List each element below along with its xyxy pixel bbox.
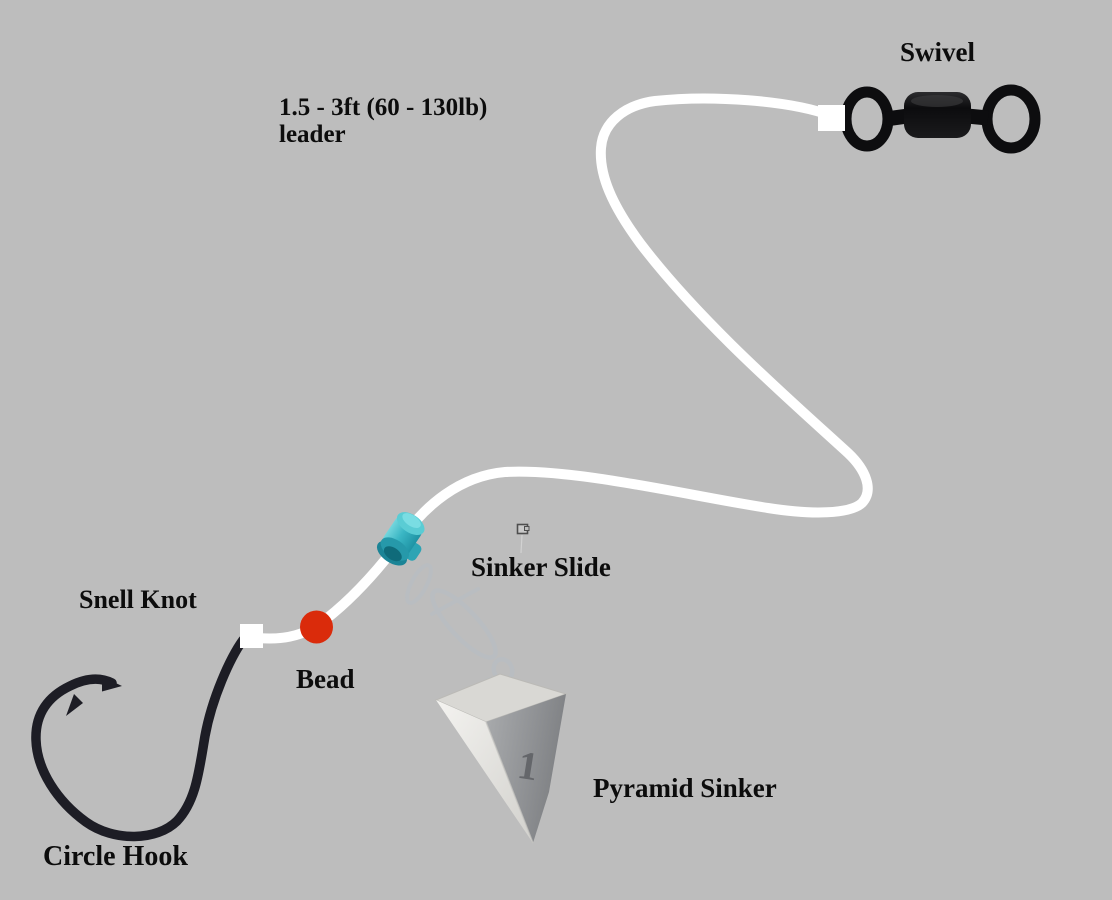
label-pyramid-sinker: Pyramid Sinker	[593, 773, 777, 803]
label-bead: Bead	[296, 664, 355, 694]
label-sinker-slide: Sinker Slide	[471, 552, 611, 582]
hook-point	[102, 676, 122, 692]
label-snell-knot: Snell Knot	[79, 585, 197, 614]
broken-image-icon	[516, 523, 530, 554]
label-leader: 1.5 - 3ft (60 - 130lb) leader	[279, 94, 488, 148]
label-swivel: Swivel	[900, 37, 976, 67]
pyramid-sinker-graphic: 1	[434, 656, 568, 844]
snell-knot-marker	[240, 624, 263, 648]
circle-hook-graphic	[31, 635, 248, 842]
label-circle-hook: Circle Hook	[43, 841, 188, 872]
snap-clip-graphic	[405, 563, 498, 660]
swivel-knot-marker	[818, 105, 845, 131]
bead-graphic	[300, 610, 333, 644]
swivel-graphic	[840, 84, 1041, 154]
hook-barb	[66, 694, 83, 716]
sinker-slide-graphic	[376, 512, 425, 566]
